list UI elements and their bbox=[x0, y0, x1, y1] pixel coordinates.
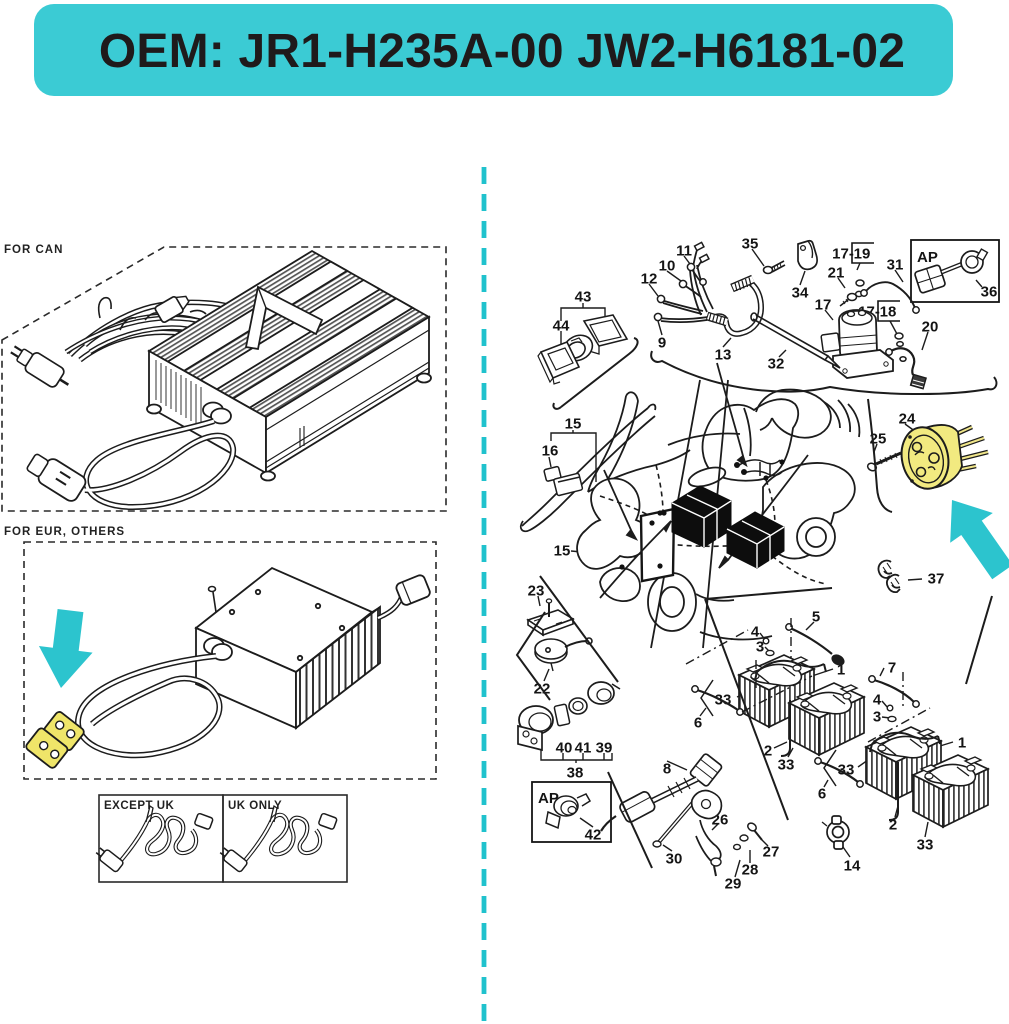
svg-text:32: 32 bbox=[768, 355, 785, 372]
svg-text:18: 18 bbox=[880, 303, 897, 320]
svg-text:1: 1 bbox=[837, 661, 845, 678]
svg-text:11: 11 bbox=[676, 242, 692, 259]
svg-text:UK ONLY: UK ONLY bbox=[228, 800, 282, 812]
svg-text:5: 5 bbox=[812, 608, 820, 625]
svg-text:21: 21 bbox=[828, 264, 845, 281]
svg-text:4: 4 bbox=[873, 691, 882, 708]
svg-text:16: 16 bbox=[542, 442, 559, 459]
svg-text:33: 33 bbox=[917, 836, 934, 853]
svg-text:2: 2 bbox=[889, 816, 897, 833]
svg-text:23: 23 bbox=[528, 582, 545, 599]
svg-text:19: 19 bbox=[854, 245, 871, 262]
svg-text:15: 15 bbox=[554, 542, 571, 559]
svg-text:AP: AP bbox=[917, 249, 938, 266]
svg-text:6: 6 bbox=[694, 714, 702, 731]
svg-text:43: 43 bbox=[575, 288, 592, 305]
svg-text:20: 20 bbox=[922, 318, 939, 335]
svg-text:13: 13 bbox=[715, 346, 732, 363]
svg-text:EXCEPT UK: EXCEPT UK bbox=[104, 800, 175, 812]
svg-text:15: 15 bbox=[565, 415, 582, 432]
svg-text:FOR CAN: FOR CAN bbox=[4, 244, 63, 256]
svg-text:27: 27 bbox=[763, 843, 780, 860]
svg-text:12: 12 bbox=[641, 270, 658, 287]
svg-text:35: 35 bbox=[742, 235, 759, 252]
svg-text:10: 10 bbox=[659, 257, 676, 274]
svg-text:7: 7 bbox=[888, 659, 896, 676]
svg-text:31: 31 bbox=[887, 256, 904, 273]
svg-text:33: 33 bbox=[838, 761, 855, 778]
svg-text:AP: AP bbox=[538, 790, 559, 807]
svg-text:2: 2 bbox=[764, 742, 772, 759]
svg-text:8: 8 bbox=[663, 760, 671, 777]
svg-text:41: 41 bbox=[575, 739, 592, 756]
svg-text:40: 40 bbox=[556, 739, 573, 756]
svg-text:28: 28 bbox=[742, 861, 759, 878]
svg-text:3: 3 bbox=[873, 708, 881, 725]
svg-text:3: 3 bbox=[756, 638, 764, 655]
svg-text:38: 38 bbox=[567, 764, 584, 781]
svg-text:37: 37 bbox=[928, 570, 945, 587]
svg-text:17-: 17- bbox=[832, 245, 854, 262]
svg-text:6: 6 bbox=[818, 785, 826, 802]
svg-text:9: 9 bbox=[658, 334, 666, 351]
svg-text:14: 14 bbox=[844, 857, 861, 874]
svg-text:4: 4 bbox=[751, 623, 760, 640]
svg-text:39: 39 bbox=[596, 739, 613, 756]
svg-text:29: 29 bbox=[725, 875, 742, 892]
svg-text:17: 17 bbox=[815, 296, 832, 313]
svg-text:33: 33 bbox=[778, 756, 795, 773]
svg-text:OEM: JR1-H235A-00 JW2-H6181-02: OEM: JR1-H235A-00 JW2-H6181-02 bbox=[99, 25, 905, 78]
svg-text:34: 34 bbox=[792, 284, 809, 301]
svg-text:FOR EUR, OTHERS: FOR EUR, OTHERS bbox=[4, 526, 125, 538]
svg-text:30: 30 bbox=[666, 850, 683, 867]
svg-text:44: 44 bbox=[553, 317, 570, 334]
svg-text:36: 36 bbox=[981, 283, 998, 300]
svg-text:42: 42 bbox=[585, 826, 602, 843]
svg-text:24: 24 bbox=[899, 410, 916, 427]
svg-text:1: 1 bbox=[958, 734, 966, 751]
